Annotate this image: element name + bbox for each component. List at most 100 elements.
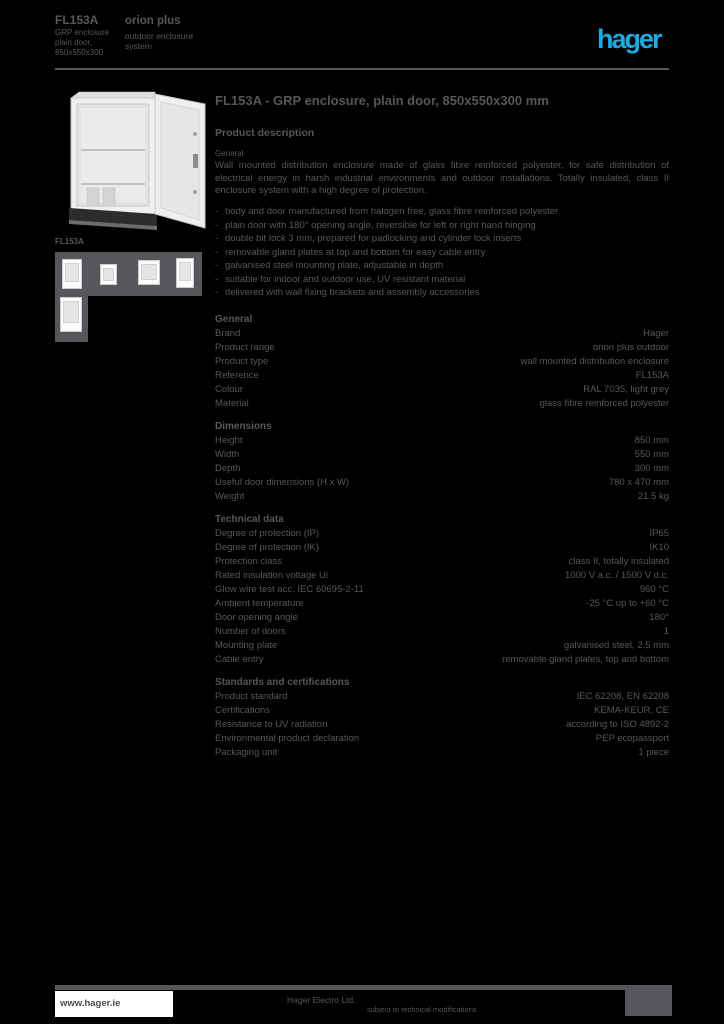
spec-label: Height xyxy=(215,435,243,446)
spec-label: Product range xyxy=(215,342,275,353)
spec-row: Glow wire test acc. IEC 60695-2-11 960 °… xyxy=(215,583,669,597)
spec-value: FL153A xyxy=(635,370,669,381)
spec-value: IK10 xyxy=(649,542,669,553)
spec-table: General Brand Hager Product range orion … xyxy=(215,304,669,760)
spec-label: Ambient temperature xyxy=(215,598,304,609)
feature-item: suitable for indoor and outdoor use, UV … xyxy=(215,273,669,287)
accessory-thumbnail[interactable] xyxy=(176,258,194,288)
feature-text: galvanised steel mounting plate, adjusta… xyxy=(225,260,444,271)
feature-item: delivered with wall fixing brackets and … xyxy=(215,286,669,300)
accessory-photo-icon xyxy=(179,262,191,281)
spec-label: Rated insulation voltage Ui xyxy=(215,570,329,581)
accessory-thumbnail[interactable] xyxy=(138,260,160,285)
spec-row: Product standard IEC 62208, EN 62208 xyxy=(215,690,669,704)
accessory-photo-icon xyxy=(103,268,114,282)
spec-label: Technical data xyxy=(215,514,284,525)
spec-label: Reference xyxy=(215,370,259,381)
spec-value: KEMA-KEUR, CE xyxy=(594,705,669,716)
spec-value: class II, totally insulated xyxy=(568,556,669,567)
spec-value: -25 °C up to +60 °C xyxy=(586,598,669,609)
spec-row: Depth 300 mm xyxy=(215,462,669,476)
feature-item: galvanised steel mounting plate, adjusta… xyxy=(215,259,669,273)
feature-text: suitable for indoor and outdoor use, UV … xyxy=(225,273,466,285)
spec-value: wall mounted distribution enclosure xyxy=(520,356,669,367)
footer-divider xyxy=(55,985,669,990)
spec-row: Environmental product declaration PEP ec… xyxy=(215,732,669,746)
spec-label: Degree of protection (IK) xyxy=(215,542,320,553)
feature-text: body and door manufactured from halogen … xyxy=(225,206,559,217)
header-divider xyxy=(55,68,669,70)
spec-row: Rated insulation voltage Ui 1000 V a.c. … xyxy=(215,569,669,583)
spec-label: Colour xyxy=(215,384,243,395)
spec-row: Packaging unit 1 piece xyxy=(215,746,669,760)
spec-value: RAL 7035, light grey xyxy=(583,384,669,395)
spec-row: Height 850 mm xyxy=(215,434,669,448)
spec-value: 850 mm xyxy=(634,435,669,446)
hager-logo: hager xyxy=(597,24,663,54)
header-product-name: GRP enclosure plain door, 850x550x300 xyxy=(55,28,110,57)
spec-row: Product range orion plus outdoor xyxy=(215,341,669,355)
spec-label: Environmental product declaration xyxy=(215,733,360,744)
accessory-photo-icon xyxy=(141,264,157,280)
footer-catalog-tab xyxy=(625,985,672,1016)
accessory-thumbnail[interactable] xyxy=(62,259,82,289)
spec-label: Cable entry xyxy=(215,654,264,665)
spec-row: Technical data xyxy=(215,513,669,527)
accessory-thumbnail[interactable] xyxy=(60,297,82,332)
spec-label: Number of doors xyxy=(215,626,286,637)
product-description: Wall mounted distribution enclosure made… xyxy=(215,160,669,196)
accessory-thumbnail[interactable] xyxy=(100,264,117,285)
spec-row: Width 550 mm xyxy=(215,448,669,462)
spec-row: Standards and certifications xyxy=(215,676,669,690)
spec-label: Degree of protection (IP) xyxy=(215,528,320,539)
spec-label: Resistance to UV radiation xyxy=(215,719,328,730)
spec-label: Weight xyxy=(215,491,245,502)
spec-value: 1 piece xyxy=(638,747,669,758)
spec-row: Cable entry removable gland plates, top … xyxy=(215,653,669,667)
spec-row: Degree of protection (IK) IK10 xyxy=(215,541,669,555)
spec-value: 21.5 kg xyxy=(637,491,669,502)
spec-value: 300 mm xyxy=(634,463,669,474)
header-range-title: orion plus xyxy=(125,15,181,27)
feature-text: double bit lock 3 mm, prepared for padlo… xyxy=(225,233,522,244)
spec-value: according to ISO 4892-2 xyxy=(566,719,669,730)
feature-list: body and door manufactured from halogen … xyxy=(215,205,669,300)
spec-row: General xyxy=(215,313,669,327)
spec-label: Mounting plate xyxy=(215,640,278,651)
spec-label: Material xyxy=(215,398,249,409)
spec-row: Door opening angle 180° xyxy=(215,611,669,625)
spec-value: 960 °C xyxy=(639,584,669,595)
feature-item: double bit lock 3 mm, prepared for padlo… xyxy=(215,232,669,246)
footer-website-link[interactable]: www.hager.ie xyxy=(55,991,173,1017)
spec-label: Glow wire test acc. IEC 60695-2-11 xyxy=(215,584,364,595)
spec-value: 1000 V a.c. / 1500 V d.c. xyxy=(564,570,669,581)
spec-value: galvanised steel, 2.5 mm xyxy=(563,640,669,651)
page-title: FL153A - GRP enclosure, plain door, 850x… xyxy=(215,93,549,108)
spec-value: 1 xyxy=(663,626,669,637)
feature-text: removable gland plates at top and bottom… xyxy=(225,246,486,258)
feature-text: plain door with 180° opening angle, reve… xyxy=(225,219,536,231)
spec-label: Door opening angle xyxy=(215,612,298,623)
spec-label: Product type xyxy=(215,356,269,367)
spec-label: Width xyxy=(215,449,240,460)
description-heading: Product description xyxy=(215,127,315,139)
spec-row: Product type wall mounted distribution e… xyxy=(215,355,669,369)
spec-value: IP65 xyxy=(649,528,669,539)
spec-row: Dimensions xyxy=(215,420,669,434)
feature-item: removable gland plates at top and bottom… xyxy=(215,246,669,260)
spec-row: Number of doors 1 xyxy=(215,625,669,639)
spec-label: Brand xyxy=(215,328,241,339)
spec-value: 180° xyxy=(649,612,669,623)
spec-row: Ambient temperature -25 °C up to +60 °C xyxy=(215,597,669,611)
footer-note: subject to technical modifications xyxy=(367,1005,477,1014)
header-range-subtitle: outdoor enclosure system xyxy=(125,31,194,51)
spec-value: IEC 62208, EN 62208 xyxy=(576,691,669,702)
description-subheading: General xyxy=(215,149,244,158)
feature-text: delivered with wall fixing brackets and … xyxy=(225,287,480,298)
feature-item: body and door manufactured from halogen … xyxy=(215,205,669,219)
spec-value: 550 mm xyxy=(634,449,669,460)
spec-row: Certifications KEMA-KEUR, CE xyxy=(215,704,669,718)
spec-row: Material glass fibre reinforced polyeste… xyxy=(215,397,669,411)
spec-label: Depth xyxy=(215,463,241,474)
